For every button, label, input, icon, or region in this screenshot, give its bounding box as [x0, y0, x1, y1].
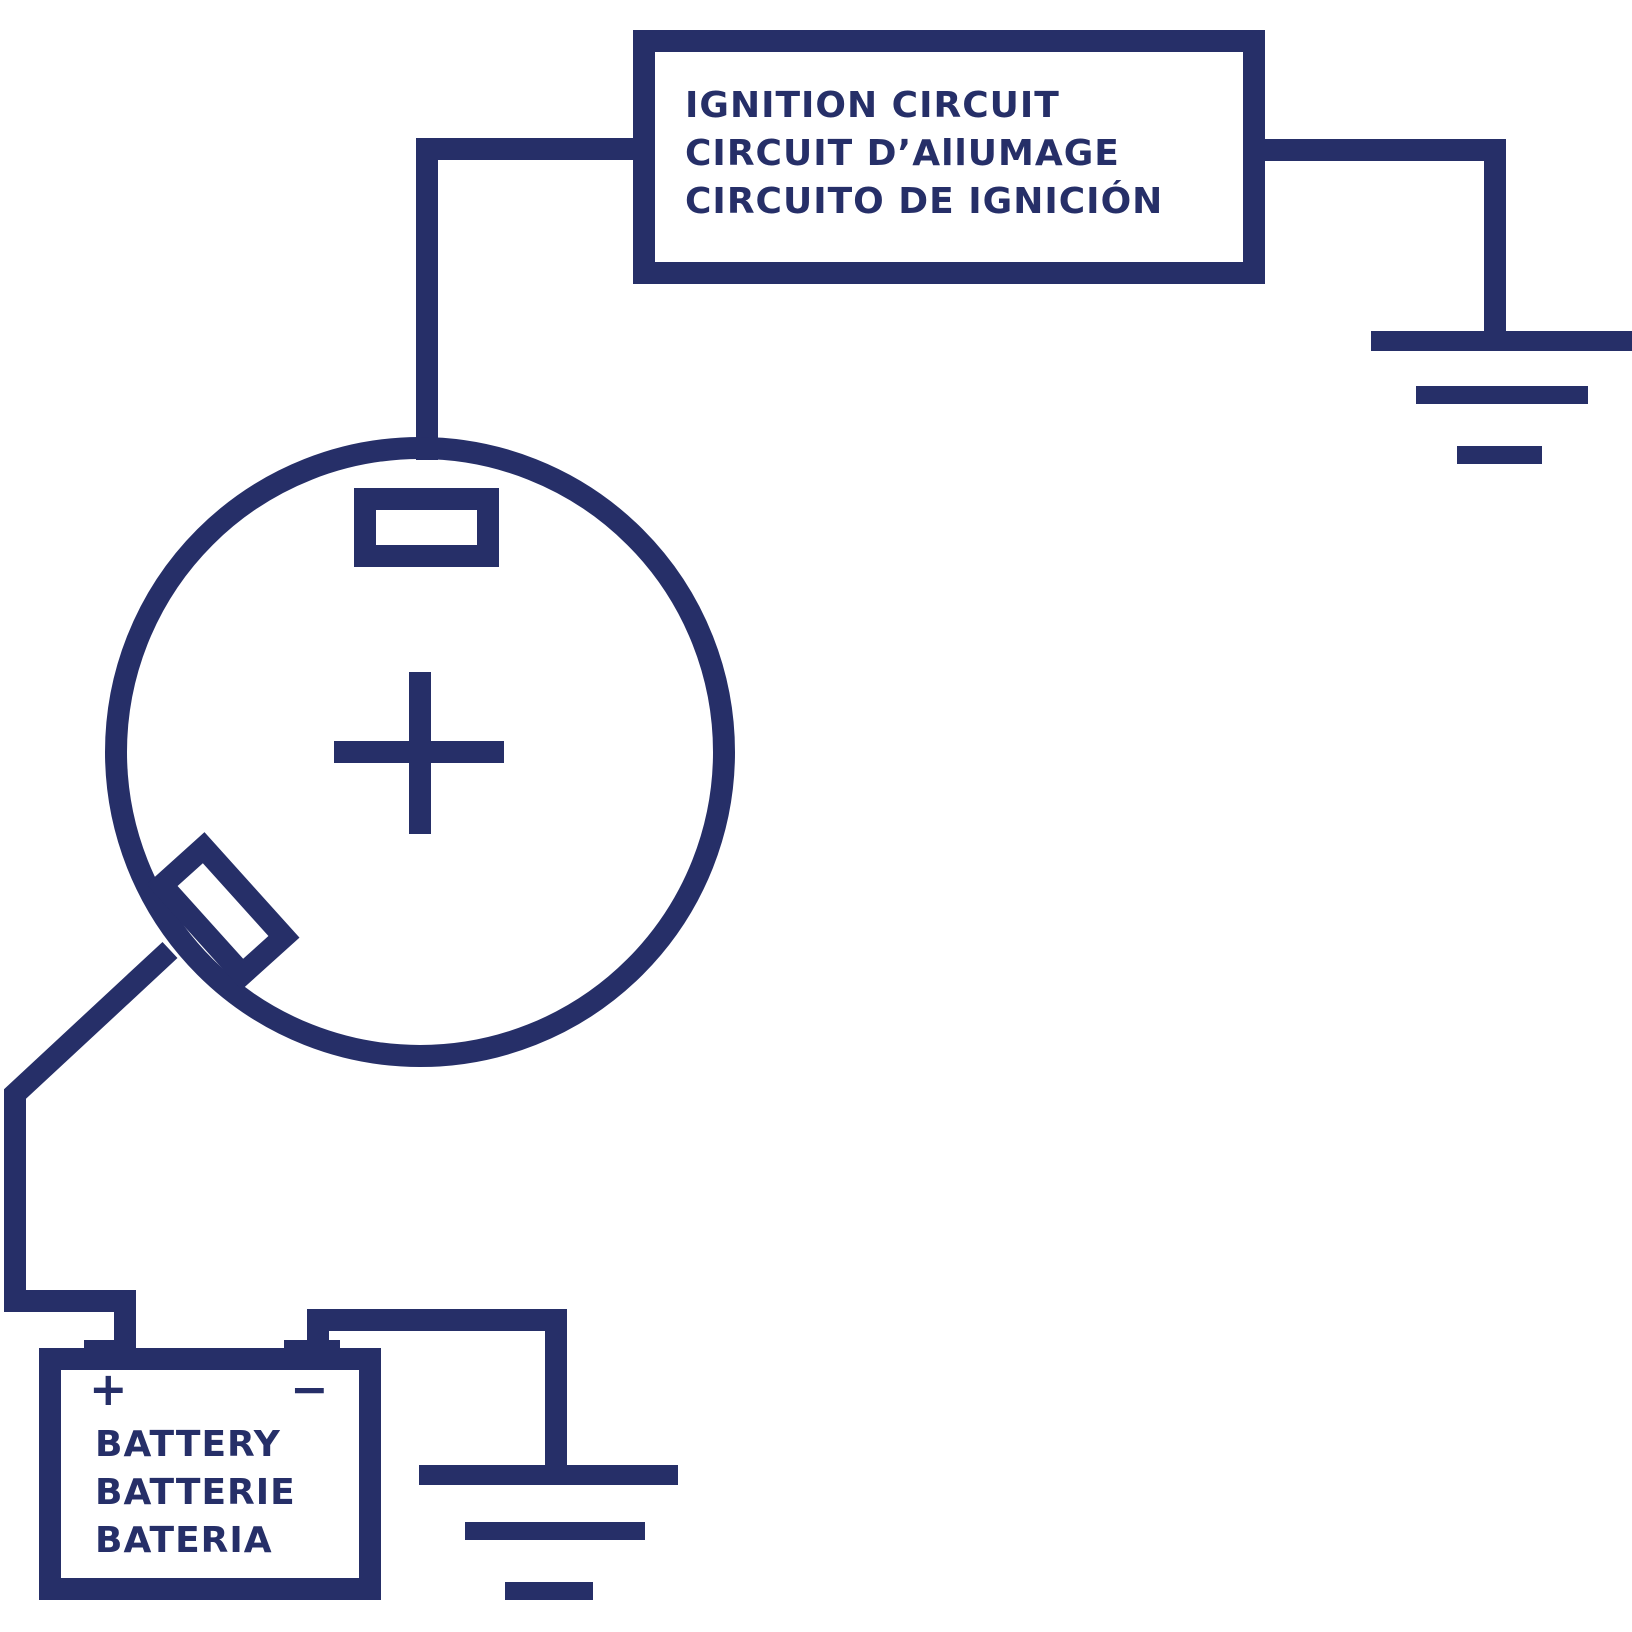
- battery-label-line-3: BATERIA: [95, 1520, 273, 1561]
- wire-switch-to-ignition: [416, 138, 644, 460]
- wire-switch-to-battery: [4, 941, 178, 1347]
- battery-body: [39, 1348, 381, 1600]
- battery-positive-post: [84, 1340, 136, 1360]
- wire-ignition-to-ground: [1254, 139, 1506, 340]
- battery-negative-sign: −: [290, 1362, 329, 1416]
- ignition-switch-circle: [105, 437, 735, 1067]
- battery-negative-post: [284, 1340, 340, 1360]
- switch-top-terminal: [354, 488, 499, 567]
- ignition-label-line-1: IGNITION CIRCUIT: [685, 85, 1060, 126]
- switch-side-terminal: [146, 832, 300, 990]
- battery-positive-sign: +: [89, 1362, 128, 1416]
- switch-center-plus-vertical: [409, 672, 431, 834]
- ignition-label-line-3: CIRCUITO DE IGNICIÓN: [685, 180, 1163, 222]
- battery-label-line-2: BATTERIE: [95, 1472, 296, 1513]
- ground-symbol-icon: [1371, 331, 1632, 464]
- ignition-label-line-2: CIRCUIT D’AllUMAGE: [685, 133, 1120, 174]
- ground-symbol-icon: [419, 1465, 678, 1600]
- battery-label-line-1: BATTERY: [95, 1424, 281, 1465]
- wire-battery-to-ground: [307, 1309, 567, 1478]
